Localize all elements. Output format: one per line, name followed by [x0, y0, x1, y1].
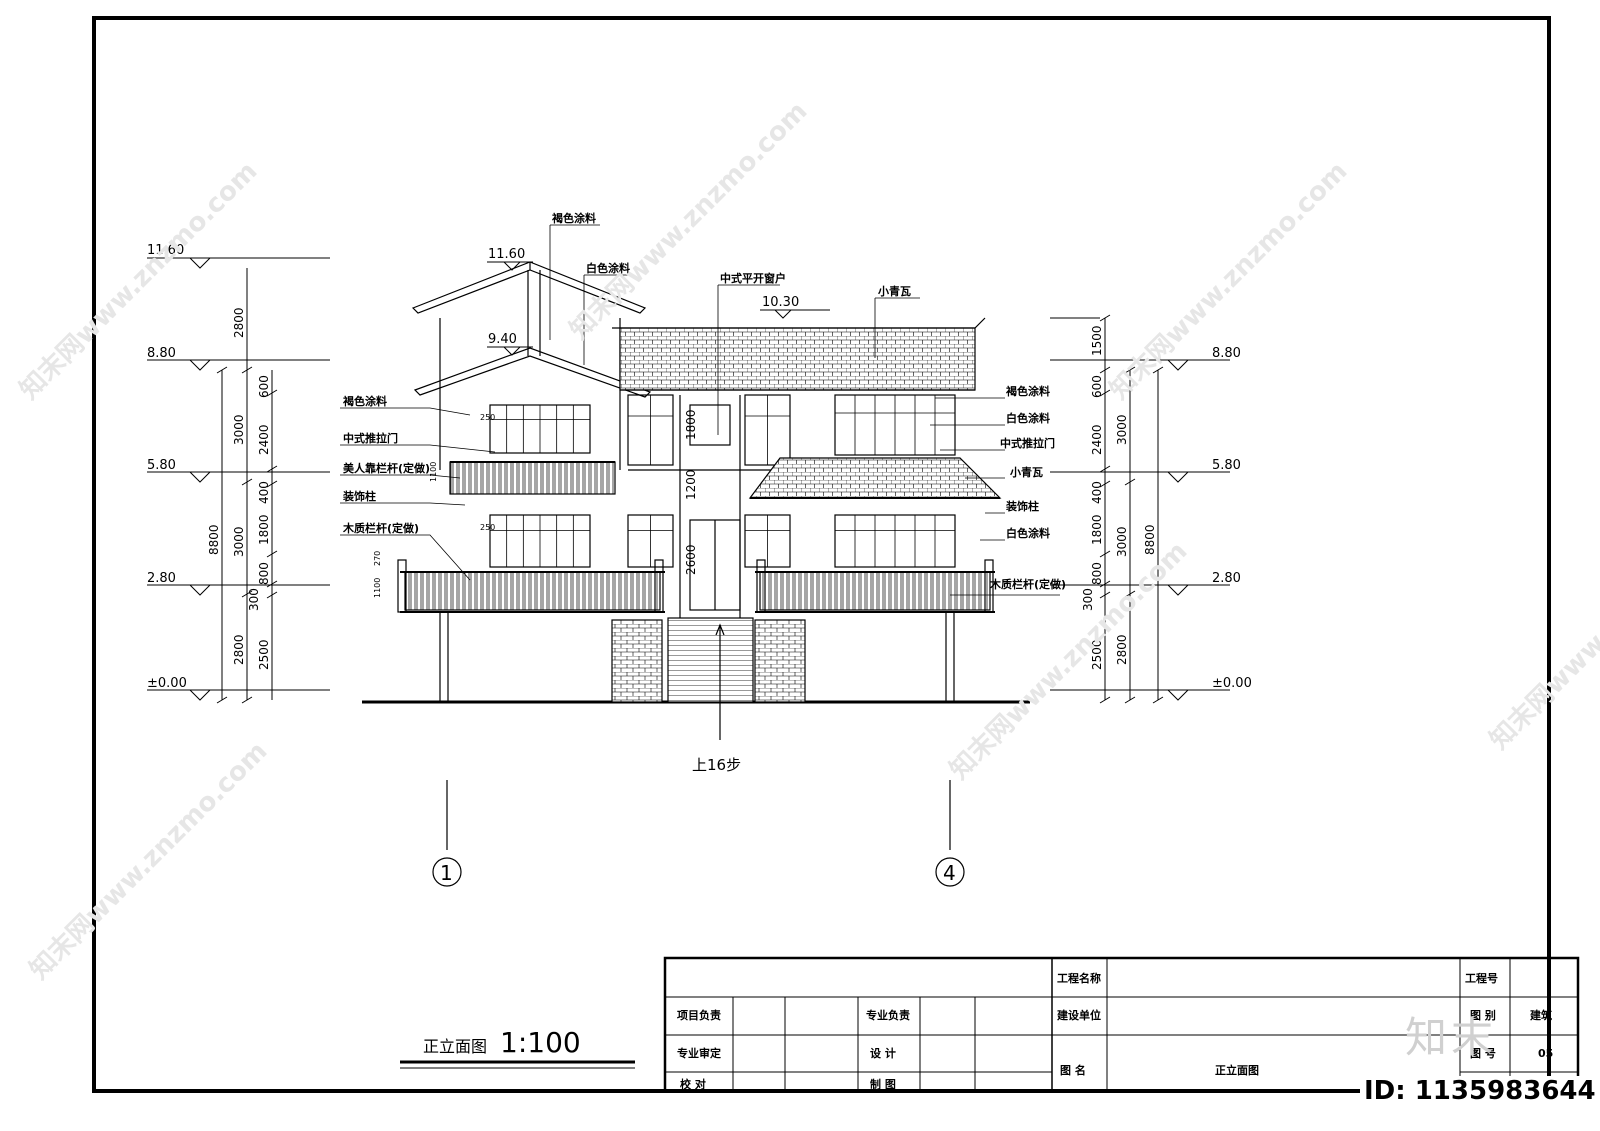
level-left-l1: 2.80: [147, 571, 176, 586]
axis-label-4: 4: [943, 861, 956, 885]
small-dim-1100-a: 1100: [429, 462, 438, 482]
level-right-ground: ±0.00: [1212, 676, 1252, 691]
level-left-l3: 8.80: [147, 346, 176, 361]
tb-project-name-label: 工程名称: [1057, 971, 1101, 985]
dim-center-1800: 1800: [684, 409, 698, 440]
dim-left-total: 8800: [207, 524, 221, 555]
sheet-border: [92, 16, 1551, 1093]
tb-review-label: 专业审定: [677, 1046, 721, 1060]
watermark-logo: 知末: [1405, 1013, 1498, 1062]
dim-left-2400: 2400: [257, 424, 271, 455]
small-dim-250-b: 250: [480, 523, 495, 532]
label-deco-column-right: 装饰柱: [1005, 499, 1039, 513]
tb-project-no-label: 工程号: [1465, 971, 1498, 985]
dim-right-300: 300: [1081, 588, 1095, 611]
label-brown-paint-top: 褐色涂料: [551, 211, 596, 225]
dim-left-2800-top: 2800: [232, 307, 246, 338]
tb-drawing-no-label: 图 号: [1470, 1047, 1496, 1060]
levels-right: [1050, 314, 1230, 704]
label-sliding-door-right: 中式推拉门: [1000, 436, 1055, 450]
dim-right-2500: 2500: [1090, 639, 1104, 670]
levels-left: [147, 257, 330, 704]
label-deco-column-left: 装饰柱: [342, 489, 376, 503]
level-left-l2: 5.80: [147, 458, 176, 473]
small-dim-250-a: 250: [480, 413, 495, 422]
level-right-l2: 5.80: [1212, 458, 1241, 473]
tb-drawing-name-value: 正立面图: [1215, 1063, 1259, 1077]
level-left-ground: ±0.00: [147, 676, 187, 691]
dim-right-400: 400: [1090, 481, 1104, 504]
label-beauty-railing: 美人靠栏杆(定做): [343, 461, 430, 475]
drawing-scale: 1:100: [500, 1026, 581, 1059]
window-mullions: [490, 395, 955, 567]
dim-left-3000-b: 3000: [232, 526, 246, 557]
dim-left-2500: 2500: [257, 639, 271, 670]
tb-drawing-cat-value: 建筑: [1530, 1008, 1552, 1022]
dim-left-3000-a: 3000: [232, 414, 246, 445]
drawing-title: 正立面图: [423, 1037, 487, 1056]
dim-right-1500: 1500: [1090, 325, 1104, 356]
dim-left-800: 800: [257, 562, 271, 585]
dim-right-1800: 1800: [1090, 514, 1104, 545]
small-dim-270: 270: [373, 551, 382, 566]
level-left-top: 11.60: [147, 243, 184, 258]
dim-right-2800: 2800: [1115, 634, 1129, 665]
dim-left-1800: 1800: [257, 514, 271, 545]
tb-drawing-no-value: 05: [1538, 1047, 1553, 1060]
tb-project-lead-label: 项目负责: [677, 1008, 721, 1022]
image-id: ID: 1135983644: [1360, 1076, 1600, 1106]
leaders: [340, 224, 1060, 596]
title-block: [663, 956, 1580, 1093]
tb-check-label: 校 对: [680, 1077, 706, 1091]
label-white-paint-right-a: 白色涂料: [1006, 411, 1050, 425]
level-right-l1: 2.80: [1212, 571, 1241, 586]
label-wood-railing-right: 木质栏杆(定做): [989, 577, 1066, 591]
dim-right-2400: 2400: [1090, 424, 1104, 455]
small-dim-1100-b: 1100: [373, 578, 382, 598]
tb-draft-label: 制 图: [870, 1077, 896, 1091]
label-white-paint-right-b: 白色涂料: [1006, 526, 1050, 540]
dim-left-600: 600: [257, 375, 271, 398]
levels-mid: [487, 261, 830, 356]
level-mid-c: 10.30: [762, 295, 799, 310]
tb-drawing-name-label: 图 名: [1060, 1063, 1086, 1077]
label-sliding-door-left: 中式推拉门: [343, 431, 398, 445]
dim-left-2800-bottom: 2800: [232, 634, 246, 665]
tb-design-label: 设 计: [870, 1046, 896, 1060]
dim-right-3000-a: 3000: [1115, 414, 1129, 445]
dim-right-total: 8800: [1143, 524, 1157, 555]
label-wood-railing-left: 木质栏杆(定做): [342, 521, 419, 535]
level-right-l3: 8.80: [1212, 346, 1241, 361]
dim-left-300: 300: [247, 588, 261, 611]
tb-discipline-lead-label: 专业负责: [866, 1008, 910, 1022]
axis-label-1: 1: [440, 861, 453, 885]
label-tile-top: 小青瓦: [877, 284, 911, 298]
level-mid-b: 9.40: [488, 332, 517, 347]
dim-right-600: 600: [1090, 375, 1104, 398]
dim-right-800: 800: [1090, 562, 1104, 585]
label-brown-paint-right: 褐色涂料: [1005, 384, 1050, 398]
label-brown-paint-left: 褐色涂料: [342, 394, 387, 408]
label-window-top: 中式平开窗户: [720, 271, 786, 285]
label-white-paint-top: 白色涂料: [586, 261, 630, 275]
dim-right-3000-b: 3000: [1115, 526, 1129, 557]
stairs-note: 上16步: [692, 756, 741, 774]
tb-drawing-cat-label: 图 别: [1470, 1008, 1496, 1022]
dim-center-1200: 1200: [684, 469, 698, 500]
level-mid-a: 11.60: [488, 247, 525, 262]
dim-center-2600: 2600: [684, 544, 698, 575]
building-elevation: [362, 261, 1030, 887]
tb-client-label: 建设单位: [1057, 1008, 1101, 1022]
dim-left-400: 400: [257, 481, 271, 504]
label-tile-right: 小青瓦: [1009, 465, 1043, 479]
